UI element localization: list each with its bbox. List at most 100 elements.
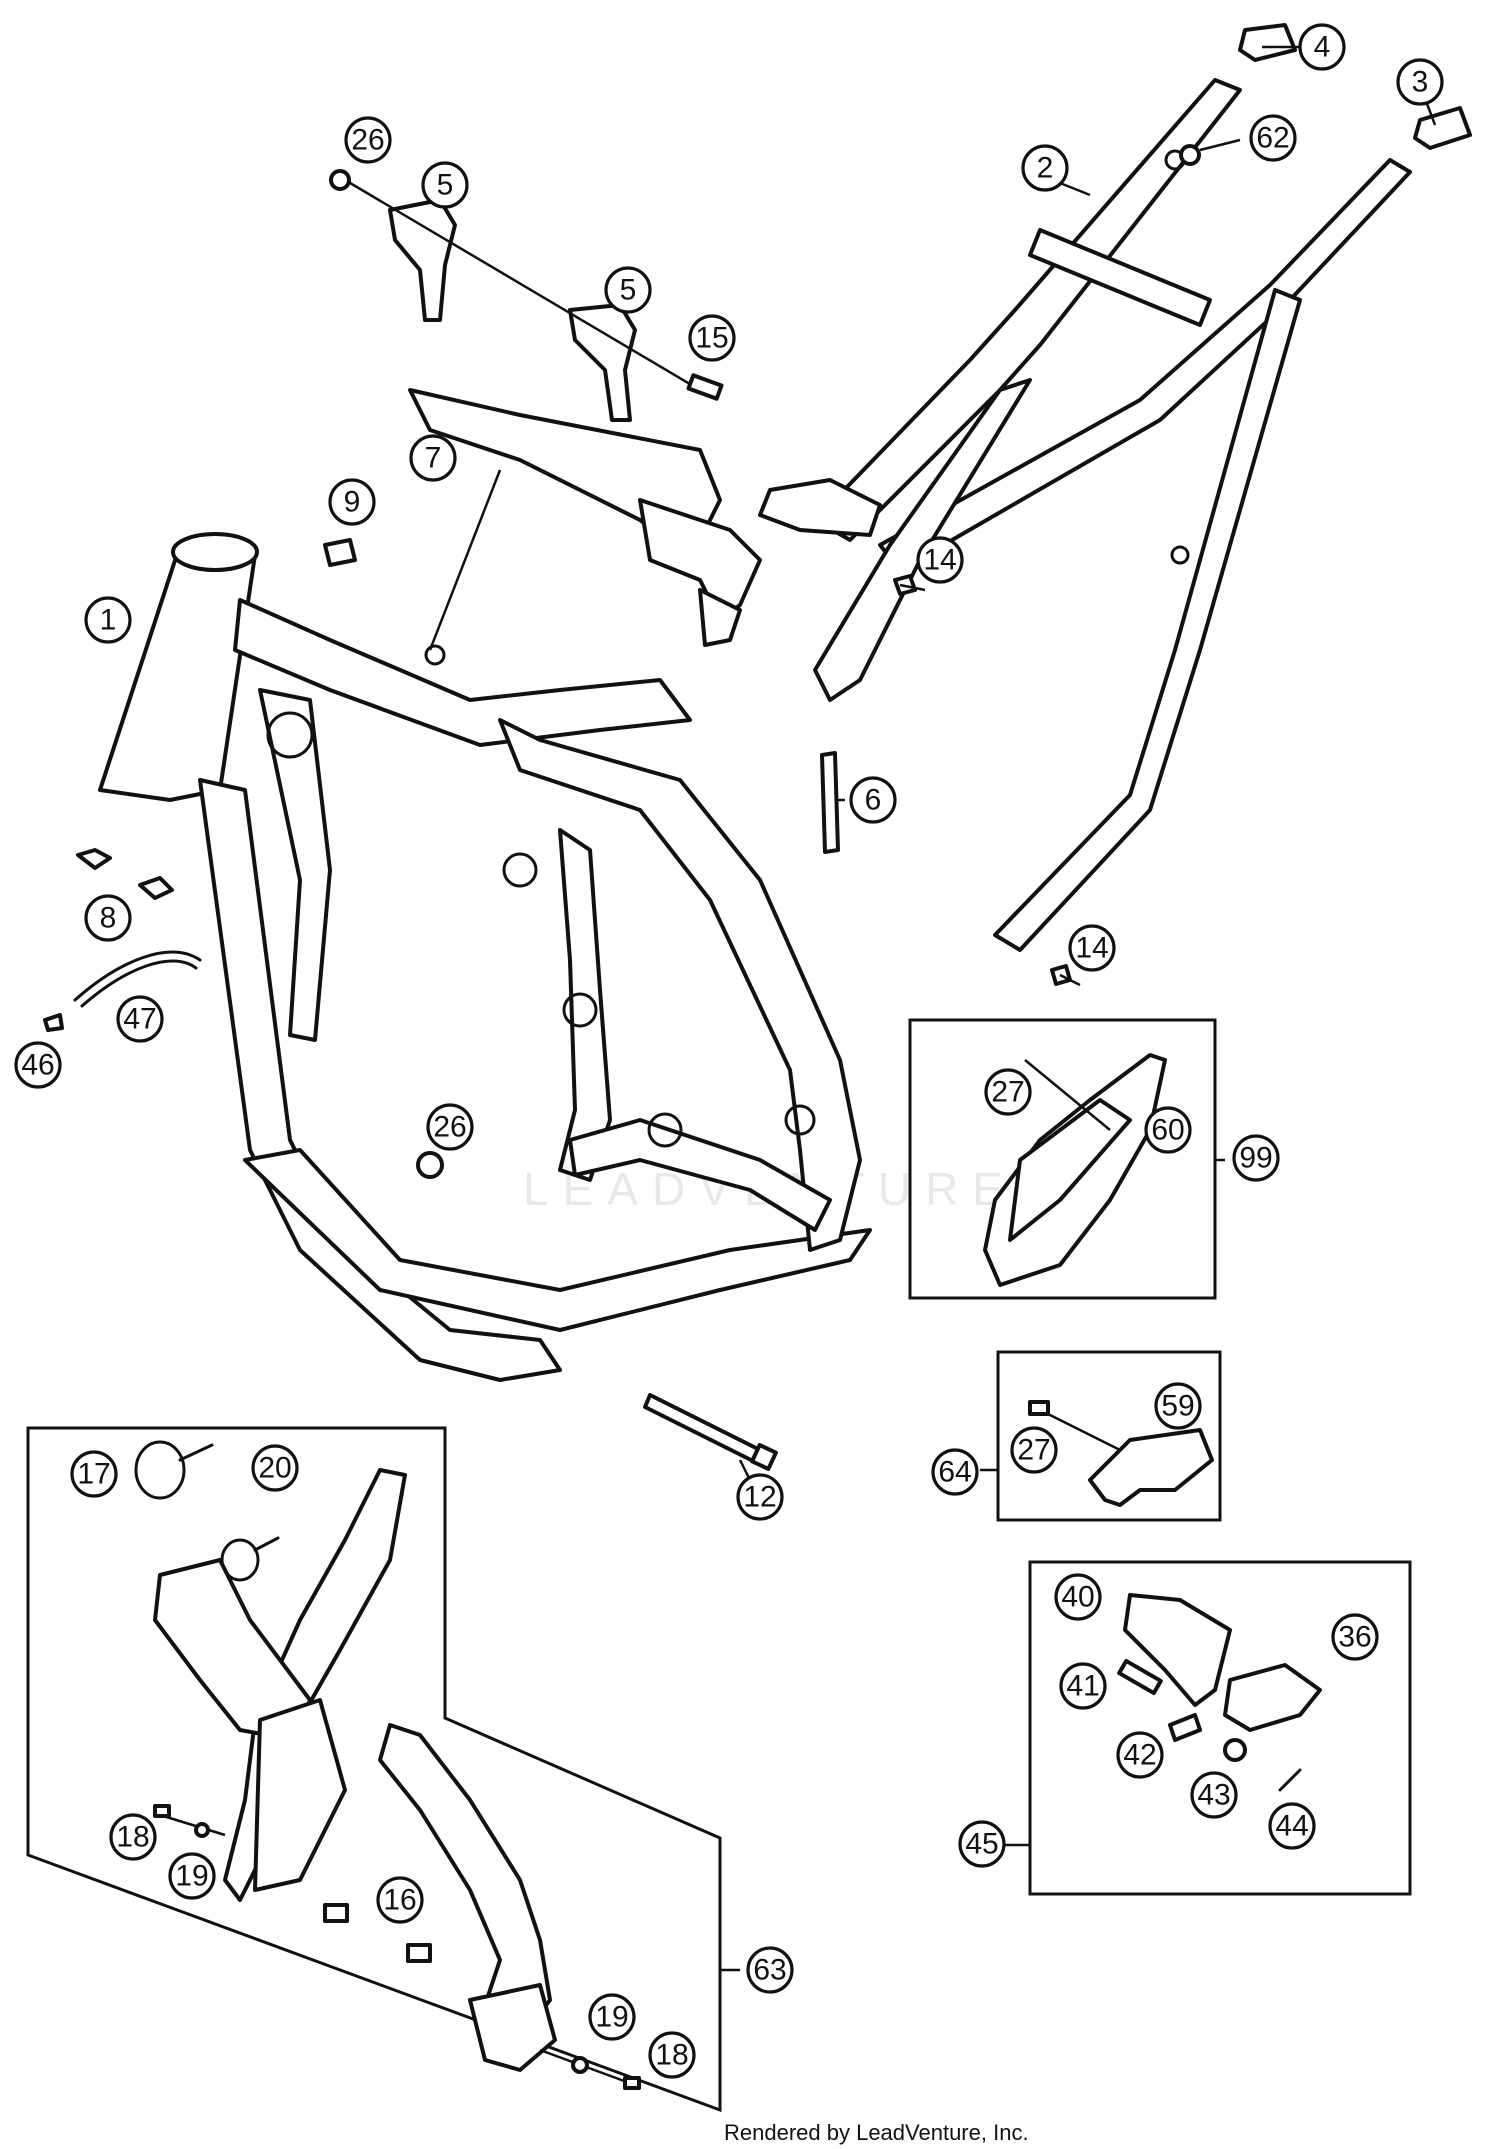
svg-text:9: 9 xyxy=(344,486,361,519)
callout-26[interactable]: 26 xyxy=(426,1103,474,1151)
svg-text:42: 42 xyxy=(1123,1739,1156,1772)
svg-text:7: 7 xyxy=(425,442,442,475)
svg-text:63: 63 xyxy=(753,1954,786,1987)
svg-text:44: 44 xyxy=(1275,1810,1308,1843)
bushing-16a xyxy=(323,1903,349,1923)
svg-text:17: 17 xyxy=(77,1458,110,1491)
svg-text:14: 14 xyxy=(923,544,956,577)
callout-59[interactable]: 59 xyxy=(1154,1382,1202,1430)
callout-18[interactable]: 18 xyxy=(648,2031,696,2079)
nut-25 xyxy=(329,169,351,191)
callout-62[interactable]: 62 xyxy=(1249,114,1297,162)
callout-36[interactable]: 36 xyxy=(1331,1613,1379,1661)
callout-4[interactable]: 4 xyxy=(1298,23,1346,71)
callout-1[interactable]: 1 xyxy=(84,596,132,644)
svg-text:99: 99 xyxy=(1239,1142,1272,1175)
bolt-15 xyxy=(686,373,724,401)
svg-text:12: 12 xyxy=(743,1481,776,1514)
svg-text:36: 36 xyxy=(1338,1621,1371,1654)
cable-tie-17 xyxy=(134,1440,186,1500)
callout-99[interactable]: 99 xyxy=(1232,1134,1280,1182)
svg-text:18: 18 xyxy=(655,2039,688,2072)
callout-2[interactable]: 2 xyxy=(1021,144,1069,192)
svg-text:8: 8 xyxy=(100,902,117,935)
callout-60[interactable]: 60 xyxy=(1144,1106,1192,1154)
svg-text:15: 15 xyxy=(695,322,728,355)
callout-63[interactable]: 63 xyxy=(746,1946,794,1994)
svg-text:43: 43 xyxy=(1197,1779,1230,1812)
callout-47[interactable]: 47 xyxy=(116,995,164,1043)
svg-text:62: 62 xyxy=(1256,122,1289,155)
callout-27[interactable]: 27 xyxy=(984,1068,1032,1116)
nut-26 xyxy=(416,1151,444,1179)
bushing-16b xyxy=(406,1943,432,1963)
washer-43 xyxy=(1223,1738,1247,1762)
callout-9[interactable]: 9 xyxy=(328,478,376,526)
svg-text:20: 20 xyxy=(258,1452,291,1485)
svg-text:64: 64 xyxy=(938,1456,971,1489)
callouts: 1 2 3 4 5 5 6 7 8 9 12 14 14 15 16 16 17… xyxy=(14,23,1444,2079)
bolt-8a xyxy=(76,848,112,870)
svg-text:5: 5 xyxy=(437,169,454,202)
callout-19[interactable]: 19 xyxy=(588,1993,636,2041)
callout-42[interactable]: 42 xyxy=(1116,1731,1164,1779)
callout-16[interactable]: 16 xyxy=(376,1876,424,1924)
callout-19[interactable]: 19 xyxy=(168,1852,216,1900)
bracket-5-left xyxy=(388,198,457,322)
svg-text:16: 16 xyxy=(383,1884,416,1917)
bolt-18a xyxy=(153,1804,171,1818)
callout-27[interactable]: 27 xyxy=(1010,1426,1058,1474)
svg-text:59: 59 xyxy=(1161,1390,1194,1423)
hose-47 xyxy=(73,950,202,1002)
footpeg-40 xyxy=(1123,1593,1232,1707)
svg-text:27: 27 xyxy=(991,1076,1024,1109)
washer-19a xyxy=(194,1822,210,1838)
svg-text:4: 4 xyxy=(1314,31,1331,64)
svg-text:26: 26 xyxy=(351,124,384,157)
callout-14[interactable]: 14 xyxy=(1068,924,1116,972)
callout-26[interactable]: 26 xyxy=(344,116,392,164)
callout-14[interactable]: 14 xyxy=(916,536,964,584)
callout-5[interactable]: 5 xyxy=(604,266,652,314)
callout-44[interactable]: 44 xyxy=(1268,1802,1316,1850)
subframe xyxy=(758,78,1412,952)
fitting-46 xyxy=(43,1013,64,1032)
callout-18[interactable]: 18 xyxy=(109,1813,157,1861)
callout-3[interactable]: 3 xyxy=(1396,58,1444,106)
svg-text:19: 19 xyxy=(175,1860,208,1893)
svg-text:3: 3 xyxy=(1412,66,1429,99)
svg-text:40: 40 xyxy=(1061,1581,1094,1614)
callout-64[interactable]: 64 xyxy=(931,1448,979,1496)
svg-text:5: 5 xyxy=(620,274,637,307)
bracket-59 xyxy=(1088,1428,1214,1507)
end-plug-4 xyxy=(1238,23,1297,62)
svg-text:2: 2 xyxy=(1037,152,1054,185)
washer-19b xyxy=(571,2056,589,2074)
callout-17[interactable]: 17 xyxy=(70,1450,118,1498)
svg-text:19: 19 xyxy=(595,2001,628,2034)
callout-8[interactable]: 8 xyxy=(84,894,132,942)
callout-20[interactable]: 20 xyxy=(251,1444,299,1492)
callout-6[interactable]: 6 xyxy=(849,776,897,824)
bracket-5-right xyxy=(568,303,637,422)
box-63 xyxy=(26,1426,722,2113)
callout-43[interactable]: 43 xyxy=(1190,1771,1238,1819)
callout-45[interactable]: 45 xyxy=(958,1820,1006,1868)
svg-text:27: 27 xyxy=(1017,1434,1050,1467)
callout-5[interactable]: 5 xyxy=(421,161,469,209)
box-64 xyxy=(996,1350,1222,1522)
rubber-9 xyxy=(323,538,357,567)
callout-40[interactable]: 40 xyxy=(1054,1573,1102,1621)
callout-41[interactable]: 41 xyxy=(1059,1662,1107,1710)
footpeg-36 xyxy=(1223,1663,1322,1732)
spring-42 xyxy=(1168,1713,1202,1742)
bolt-8b xyxy=(138,876,174,900)
axle-bolt-12 xyxy=(643,1393,762,1464)
main-frame xyxy=(98,532,872,1382)
callout-7[interactable]: 7 xyxy=(409,434,457,482)
callout-15[interactable]: 15 xyxy=(688,314,736,362)
nut-62 xyxy=(1179,144,1201,166)
callout-46[interactable]: 46 xyxy=(14,1041,62,1089)
callout-12[interactable]: 12 xyxy=(736,1473,784,1521)
